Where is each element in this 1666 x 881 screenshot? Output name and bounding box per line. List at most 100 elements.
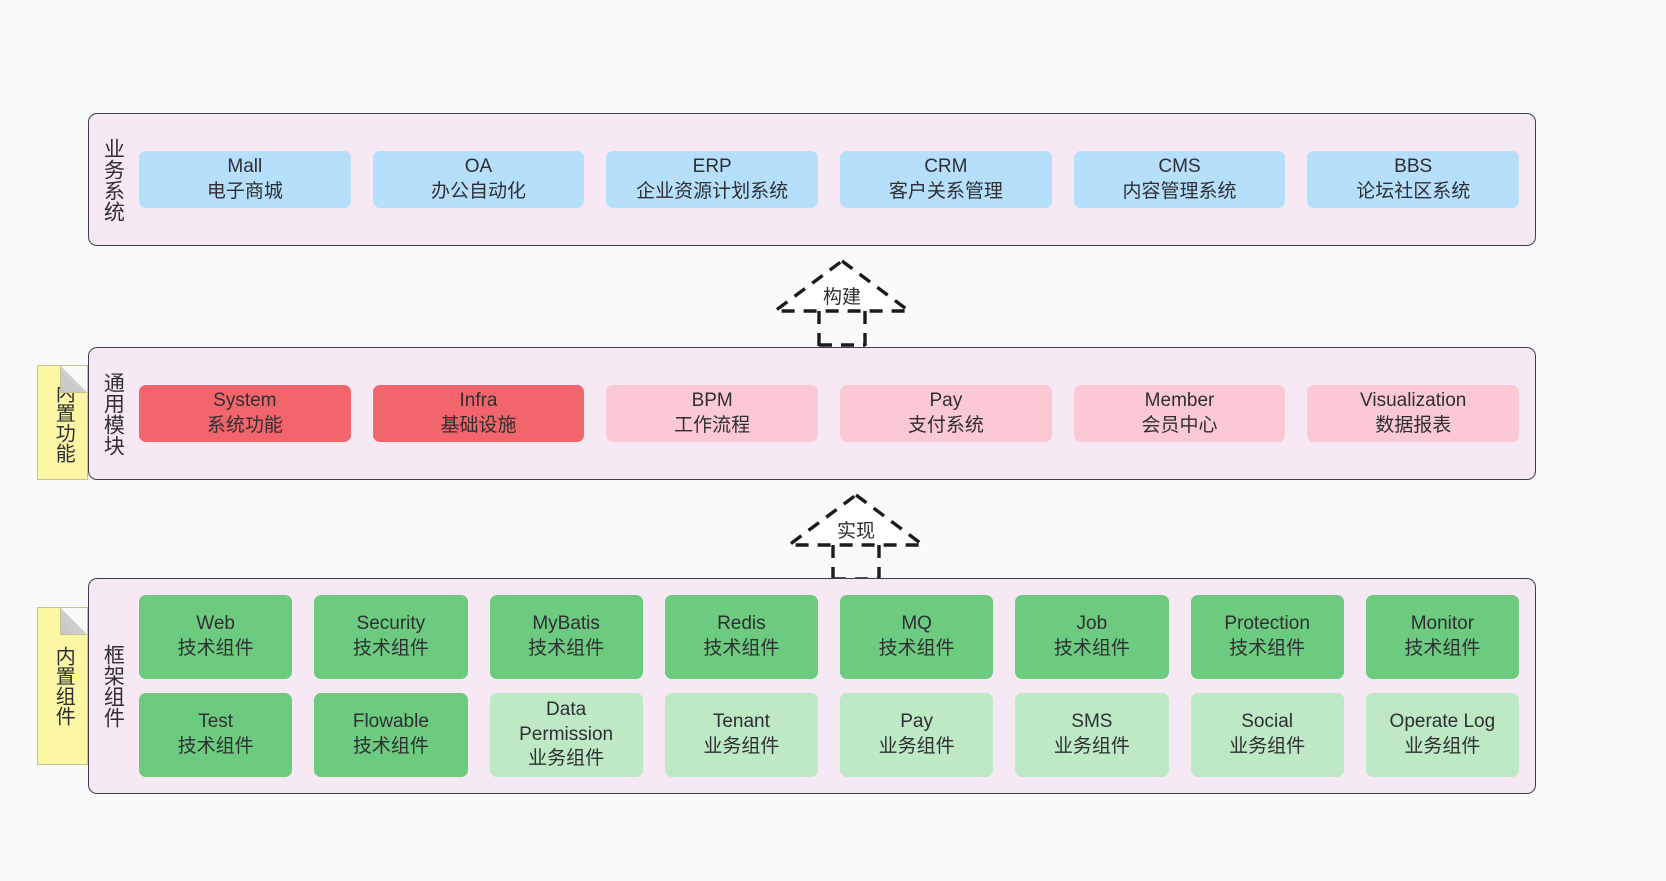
box-row: System 系统功能 Infra 基础设施 BPM 工作流程 Pay 支付系统… [139, 384, 1520, 443]
box-subtitle: 技术组件 [1053, 638, 1130, 659]
box-subtitle: 技术组件 [703, 638, 780, 659]
box-mall[interactable]: Mall 电子商城 [139, 150, 351, 209]
box-title: Redis [717, 613, 766, 635]
box-row: Mall 电子商城 OA 办公自动化 ERP 企业资源计划系统 CRM 客户关系… [139, 150, 1520, 209]
box-subtitle: 技术组件 [352, 736, 429, 757]
box-title: CMS [1158, 155, 1201, 177]
box-subtitle: 客户关系管理 [888, 180, 1003, 202]
box-monitor[interactable]: Monitor 技术组件 [1365, 595, 1519, 679]
box-subtitle: 办公自动化 [431, 180, 527, 202]
box-subtitle: 技术组件 [177, 638, 254, 659]
box-subtitle: 支付系统 [907, 414, 984, 436]
note-fold-corner-icon [60, 608, 87, 635]
box-pay-module[interactable]: Pay 支付系统 [840, 384, 1052, 443]
box-subtitle: 系统功能 [206, 414, 283, 436]
box-oa[interactable]: OA 办公自动化 [372, 150, 585, 209]
box-job[interactable]: Job 技术组件 [1015, 595, 1169, 679]
box-title: MyBatis [532, 613, 600, 635]
layer-box-grid-business: Mall 电子商城 OA 办公自动化 ERP 企业资源计划系统 CRM 客户关系… [135, 114, 1535, 245]
box-title: Operate Log [1389, 711, 1496, 733]
box-protection[interactable]: Protection 技术组件 [1190, 595, 1344, 679]
box-title: Mall [227, 155, 263, 177]
box-subtitle: 业务组件 [1404, 736, 1481, 757]
box-title: Infra [459, 389, 498, 411]
layer-caption-business-systems: 业务系统 [101, 137, 125, 222]
layer-business-systems: 业务系统 Mall 电子商城 OA 办公自动化 ERP 企业资源计划系统 CRM [88, 113, 1536, 246]
box-mq[interactable]: MQ 技术组件 [840, 595, 994, 679]
box-security[interactable]: Security 技术组件 [314, 595, 468, 679]
box-subtitle: 业务组件 [878, 736, 955, 757]
box-operate-log[interactable]: Operate Log 业务组件 [1365, 693, 1519, 777]
box-flowable[interactable]: Flowable 技术组件 [314, 693, 468, 777]
box-erp[interactable]: ERP 企业资源计划系统 [606, 150, 819, 209]
box-row: Web 技术组件 Security 技术组件 MyBatis 技术组件 Redi… [139, 595, 1519, 679]
box-title: Pay [929, 389, 963, 411]
box-subtitle: 内容管理系统 [1122, 180, 1237, 202]
box-redis[interactable]: Redis 技术组件 [664, 595, 818, 679]
connector-implement-shape [783, 492, 929, 581]
box-subtitle: 论坛社区系统 [1356, 180, 1471, 202]
note-builtin-components: 内置组件 [37, 607, 88, 765]
box-social[interactable]: Social 业务组件 [1190, 693, 1344, 777]
box-title: Data Permission [519, 698, 614, 745]
box-subtitle: 数据报表 [1375, 414, 1452, 436]
connector-build-shape [769, 258, 915, 347]
box-title: Protection [1224, 613, 1310, 635]
box-subtitle: 会员中心 [1141, 414, 1218, 436]
box-data-permission[interactable]: Data Permission 业务组件 [489, 693, 643, 777]
note-label: 内置功能 [52, 382, 75, 463]
box-subtitle: 业务组件 [1053, 736, 1130, 757]
box-bbs[interactable]: BBS 论坛社区系统 [1307, 150, 1520, 209]
box-subtitle: 技术组件 [1229, 638, 1306, 659]
note-label: 内置组件 [52, 646, 75, 726]
box-title: MQ [901, 613, 932, 635]
box-title: BPM [691, 389, 733, 411]
box-member[interactable]: Member 会员中心 [1073, 384, 1286, 443]
box-title: Monitor [1410, 613, 1475, 635]
note-builtin-features: 内置功能 [37, 365, 88, 480]
box-title: Pay [900, 711, 933, 733]
note-fold-corner-icon [60, 366, 87, 393]
box-title: OA [464, 155, 493, 177]
box-web[interactable]: Web 技术组件 [139, 595, 293, 679]
box-crm[interactable]: CRM 客户关系管理 [840, 150, 1052, 209]
box-sms[interactable]: SMS 业务组件 [1015, 693, 1169, 777]
box-subtitle: 业务组件 [528, 748, 605, 770]
connector-build: 构建 [757, 255, 927, 347]
box-test[interactable]: Test 技术组件 [139, 693, 293, 777]
box-mybatis[interactable]: MyBatis 技术组件 [489, 595, 643, 679]
box-title: Social [1241, 711, 1293, 733]
layer-caption-common-modules: 通用模块 [101, 371, 125, 456]
layer-common-modules: 通用模块 System 系统功能 Infra 基础设施 BPM 工作流程 Pay [88, 347, 1536, 480]
layer-framework-components: 框架组件 Web 技术组件 Security 技术组件 MyBatis 技术组件… [88, 578, 1536, 794]
box-subtitle: 业务组件 [703, 736, 780, 757]
box-subtitle: 业务组件 [1229, 736, 1306, 757]
box-cms[interactable]: CMS 内容管理系统 [1073, 150, 1286, 209]
box-title: SMS [1071, 711, 1113, 733]
box-title: Job [1076, 613, 1108, 635]
box-title: Visualization [1360, 389, 1467, 411]
box-subtitle: 工作流程 [674, 414, 751, 436]
box-subtitle: 技术组件 [528, 638, 605, 659]
box-title: Security [356, 613, 426, 635]
box-title: BBS [1394, 155, 1433, 177]
box-pay-component[interactable]: Pay 业务组件 [840, 693, 994, 777]
box-title: Member [1144, 389, 1215, 411]
box-subtitle: 企业资源计划系统 [636, 180, 789, 202]
box-subtitle: 基础设施 [440, 414, 517, 436]
box-system[interactable]: System 系统功能 [139, 384, 351, 443]
box-title: ERP [692, 155, 732, 177]
box-title: System [213, 389, 277, 411]
box-bpm[interactable]: BPM 工作流程 [606, 384, 819, 443]
box-tenant[interactable]: Tenant 业务组件 [664, 693, 818, 777]
connector-implement: 实现 [771, 489, 941, 581]
box-subtitle: 电子商城 [206, 180, 283, 202]
box-infra[interactable]: Infra 基础设施 [372, 384, 585, 443]
layer-box-grid-framework: Web 技术组件 Security 技术组件 MyBatis 技术组件 Redi… [135, 579, 1535, 793]
box-title: Test [198, 711, 234, 733]
box-subtitle: 技术组件 [1404, 638, 1481, 659]
layer-caption-framework-components: 框架组件 [101, 644, 125, 728]
box-visualization[interactable]: Visualization 数据报表 [1307, 384, 1520, 443]
box-title: Flowable [352, 711, 429, 733]
